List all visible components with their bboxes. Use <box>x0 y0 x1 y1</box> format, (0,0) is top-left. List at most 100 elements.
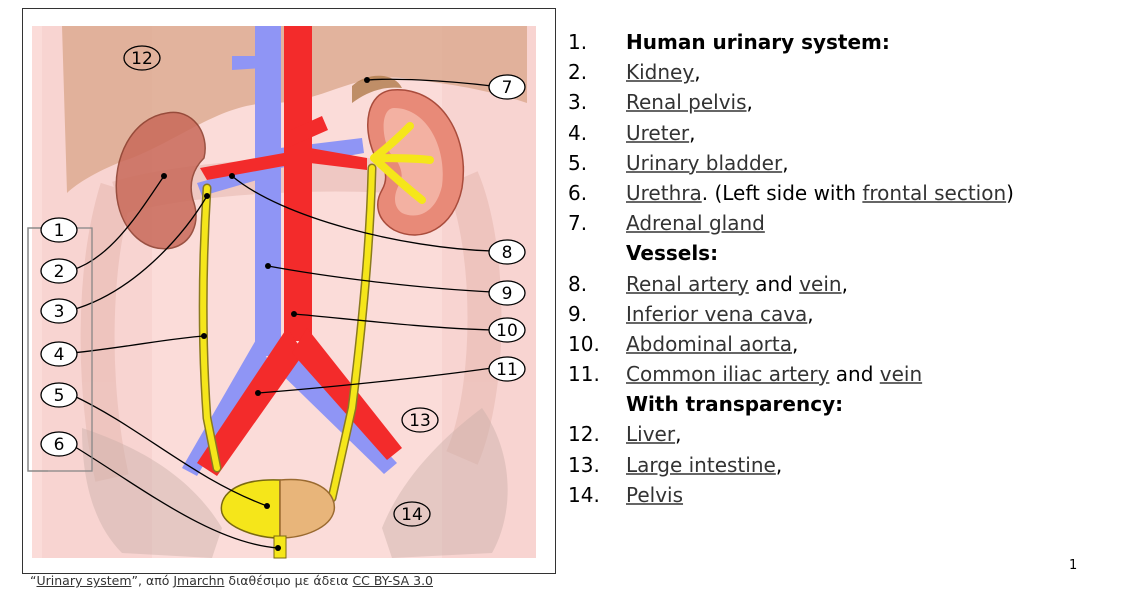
legend-item: 12.Liver, <box>568 422 1133 452</box>
callout-8: 8 <box>489 240 525 264</box>
legend-item-number: 11. <box>568 362 626 386</box>
caption-author-link[interactable]: Jmarchn <box>173 573 224 588</box>
legend-item-number: 5. <box>568 151 626 175</box>
legend-item-text: Urinary bladder, <box>626 151 1133 175</box>
legend-text: , <box>776 453 782 477</box>
caption-text: ”, από <box>132 573 174 588</box>
legend-link[interactable]: Abdominal aorta <box>626 332 792 356</box>
caption-title-link[interactable]: Urinary system <box>36 573 131 588</box>
legend-text: , <box>689 121 695 145</box>
legend-item: 8.Renal artery and vein, <box>568 272 1133 302</box>
legend-link[interactable]: Ureter <box>626 121 689 145</box>
legend-item: 11.Common iliac artery and vein <box>568 362 1133 392</box>
legend-item-number: 7. <box>568 211 626 235</box>
svg-text:8: 8 <box>502 243 513 263</box>
legend-item: 2.Kidney, <box>568 60 1133 90</box>
image-attribution: “Urinary system”, από Jmarchn διαθέσιμο … <box>30 573 433 588</box>
legend-item-number: 3. <box>568 90 626 114</box>
legend-text: ) <box>1006 181 1014 205</box>
legend-link[interactable]: Adrenal gland <box>626 211 765 235</box>
svg-text:5: 5 <box>54 386 65 406</box>
legend-text: , <box>747 90 753 114</box>
legend-item: 5.Urinary bladder, <box>568 151 1133 181</box>
callout-1: 1 <box>41 218 77 242</box>
legend-item: 1.Human urinary system: <box>568 30 1133 60</box>
legend-item-text: Urethra. (Left side with frontal section… <box>626 181 1133 205</box>
legend-link[interactable]: vein <box>880 362 922 386</box>
legend-item: 3.Renal pelvis, <box>568 90 1133 120</box>
legend-item-text: Pelvis <box>626 483 1133 507</box>
legend-text: . (Left side with <box>702 181 863 205</box>
legend-item-number: 6. <box>568 181 626 205</box>
legend-item: 10.Abdominal aorta, <box>568 332 1133 362</box>
legend-item: 6.Urethra. (Left side with frontal secti… <box>568 181 1133 211</box>
legend-item-text: Large intestine, <box>626 453 1133 477</box>
svg-text:12: 12 <box>131 49 153 69</box>
legend-text: , <box>694 60 700 84</box>
legend-heading: Vessels: <box>626 241 718 265</box>
legend-link[interactable]: Common iliac artery <box>626 362 829 386</box>
legend-link[interactable]: Urinary bladder <box>626 151 782 175</box>
legend-link[interactable]: Inferior vena cava <box>626 302 807 326</box>
svg-text:14: 14 <box>401 505 423 525</box>
legend-text: and <box>829 362 879 386</box>
svg-text:4: 4 <box>54 345 65 365</box>
legend-link[interactable]: Large intestine <box>626 453 776 477</box>
legend-list: 1.Human urinary system:2.Kidney,3.Renal … <box>568 30 1133 513</box>
legend-link[interactable]: Kidney <box>626 60 694 84</box>
svg-text:7: 7 <box>502 78 513 98</box>
svg-text:1: 1 <box>54 221 65 241</box>
legend-item-text: Adrenal gland <box>626 211 1133 235</box>
legend-item-number: 4. <box>568 121 626 145</box>
legend-item: With transparency: <box>568 392 1133 422</box>
callout-10: 10 <box>489 318 525 342</box>
legend-link[interactable]: vein <box>799 272 841 296</box>
legend-item-text: Ureter, <box>626 121 1133 145</box>
legend-item: 4.Ureter, <box>568 121 1133 151</box>
legend-item-text: Liver, <box>626 422 1133 446</box>
callout-11: 11 <box>489 357 525 381</box>
legend-item-number: 13. <box>568 453 626 477</box>
legend-text: , <box>792 332 798 356</box>
legend-link[interactable]: Urethra <box>626 181 702 205</box>
svg-text:3: 3 <box>54 302 65 322</box>
legend-item: 14.Pelvis <box>568 483 1133 513</box>
legend-heading: Human urinary system: <box>626 30 890 54</box>
legend-item-text: Common iliac artery and vein <box>626 362 1133 386</box>
legend-text: , <box>782 151 788 175</box>
legend-item-number: 10. <box>568 332 626 356</box>
legend-item-text: Kidney, <box>626 60 1133 84</box>
svg-text:10: 10 <box>496 321 518 341</box>
legend-item-number: 14. <box>568 483 626 507</box>
svg-text:9: 9 <box>502 284 513 304</box>
callout-2: 2 <box>41 259 77 283</box>
callout-6: 6 <box>41 432 77 456</box>
legend-link[interactable]: Liver <box>626 422 675 446</box>
legend-item-number: 12. <box>568 422 626 446</box>
legend-link[interactable]: Renal artery <box>626 272 749 296</box>
svg-text:6: 6 <box>54 435 65 455</box>
callout-5: 5 <box>41 383 77 407</box>
legend-item: 7.Adrenal gland <box>568 211 1133 241</box>
urinary-system-diagram: 1 2 3 4 5 6 7 8 9 10 11 12 13 14 <box>22 8 556 574</box>
callout-4: 4 <box>41 342 77 366</box>
legend-item-number: 1. <box>568 30 626 54</box>
caption-license-link[interactable]: CC BY-SA 3.0 <box>352 573 433 588</box>
legend-item-text: Human urinary system: <box>626 30 1133 54</box>
legend-item-number: 9. <box>568 302 626 326</box>
svg-text:2: 2 <box>54 262 65 282</box>
callout-7: 7 <box>489 75 525 99</box>
legend-item: 13.Large intestine, <box>568 453 1133 483</box>
callout-9: 9 <box>489 281 525 305</box>
svg-text:11: 11 <box>496 360 518 380</box>
legend-item: Vessels: <box>568 241 1133 271</box>
caption-text-2: διαθέσιμο με άδεια <box>224 573 352 588</box>
legend-link[interactable]: Pelvis <box>626 483 683 507</box>
legend-item-text: Renal pelvis, <box>626 90 1133 114</box>
legend-item-number: 8. <box>568 272 626 296</box>
legend-item-text: With transparency: <box>626 392 1133 416</box>
legend-link[interactable]: frontal section <box>862 181 1006 205</box>
legend-text: and <box>749 272 799 296</box>
legend-text: , <box>842 272 848 296</box>
legend-link[interactable]: Renal pelvis <box>626 90 747 114</box>
